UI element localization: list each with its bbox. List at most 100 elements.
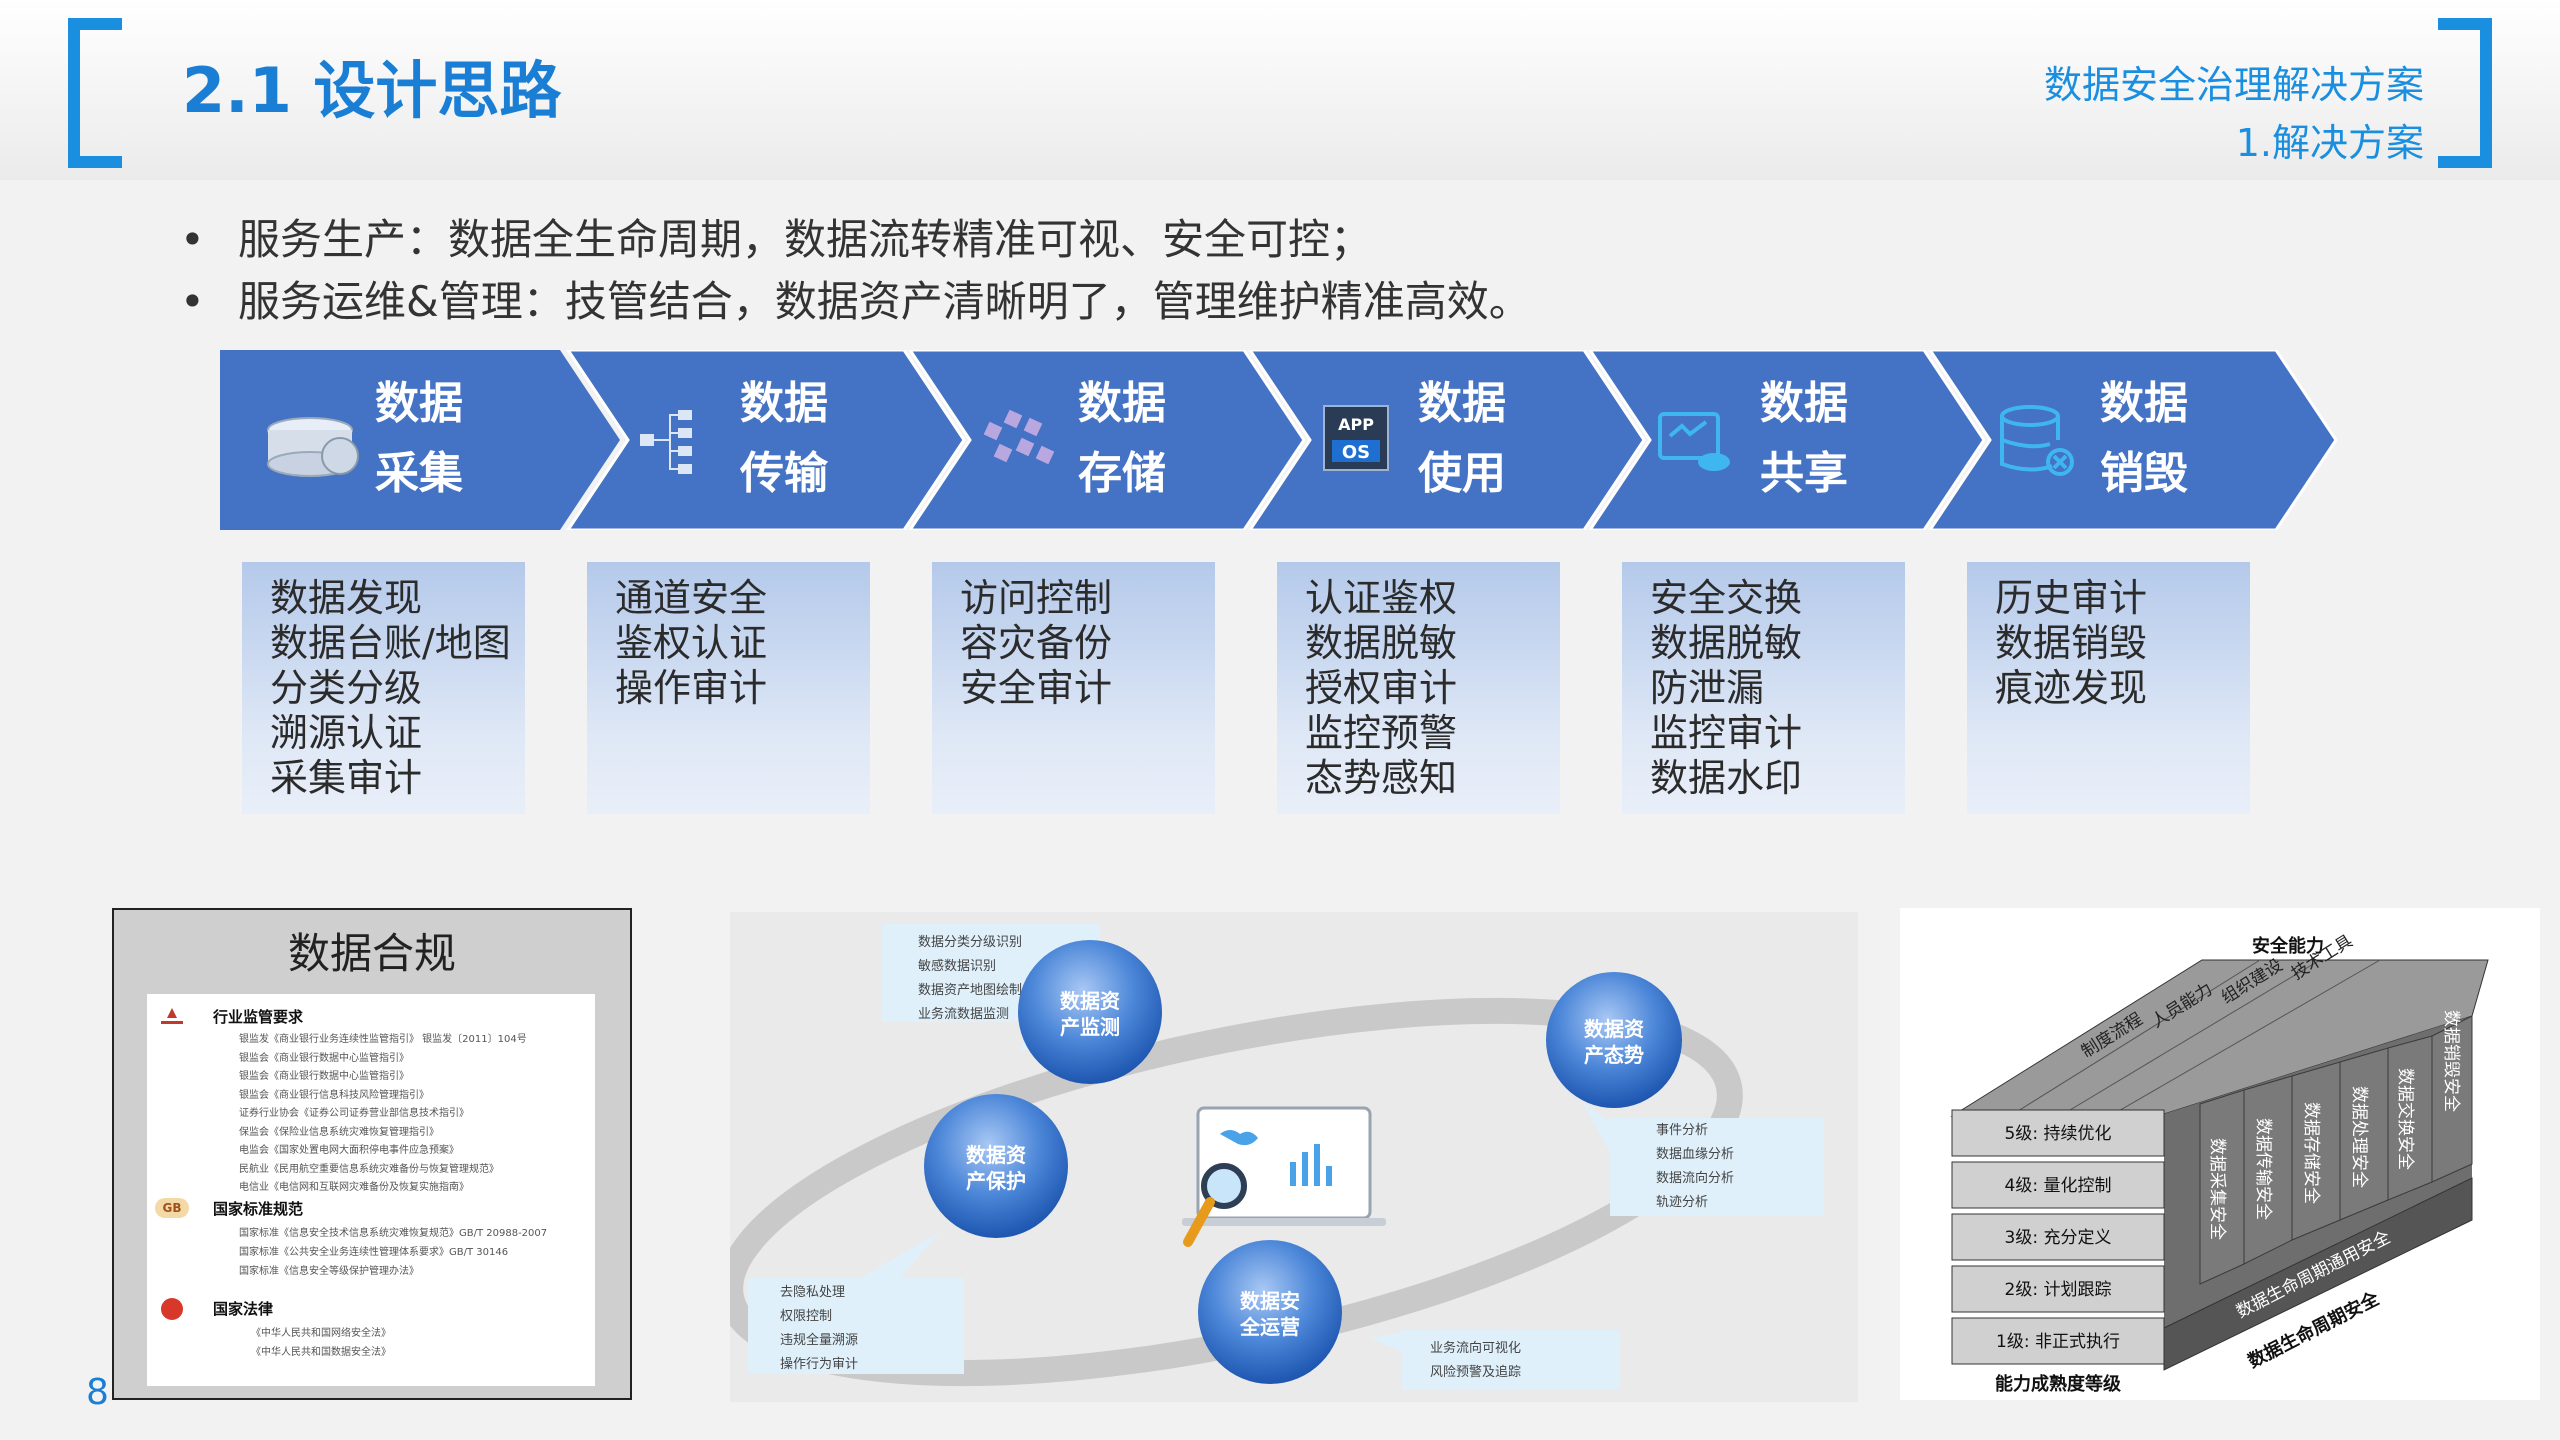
level-label: 4级: 量化控制 [2005, 1176, 2112, 1196]
detail-item: 授权审计 [1305, 666, 1458, 710]
compliance-item: 电监会《国家处置电网大面积停电事件应急预案》 [239, 1145, 459, 1156]
detail-item: 痕迹发现 [1995, 666, 2148, 710]
page-title: 2.1 设计思路 [182, 54, 562, 127]
stage-detail-box: 安全交换 数据脱敏 防泄漏 监控审计 数据水印 [1622, 562, 1905, 814]
compliance-item: 《中华人民共和国数据安全法》 [251, 1347, 391, 1358]
stage-detail-box: 认证鉴权 数据脱敏 授权审计 监控预警 态势感知 [1277, 562, 1560, 814]
compliance-items: 银监发《商业银行业务连续性监管指引》 银监发〔2011〕104号 银监会《商业银… [239, 1030, 527, 1197]
stage-label-line1: 数据 [740, 378, 828, 429]
callout-item: 轨迹分析 [1656, 1195, 1708, 1210]
page-number: 8 [86, 1372, 109, 1413]
compliance-item: 《中华人民共和国网络安全法》 [251, 1328, 391, 1339]
column-label: 数据销毁安全 [2441, 1010, 2461, 1112]
network-icon [640, 410, 692, 474]
detail-item: 数据发现 [270, 576, 423, 620]
header-section: 1.解决方案 [2235, 121, 2424, 165]
cycle-node-protect: 数据资 产保护 [924, 1094, 1068, 1238]
detail-item: 采集审计 [270, 756, 423, 800]
chevron-stage-transfer: 数据 传输 [566, 350, 966, 530]
detail-item: 鉴权认证 [615, 621, 768, 665]
node-label: 产保护 [966, 1169, 1026, 1193]
callout-protect: 去隐私处理 权限控制 违规全量溯源 操作行为审计 [748, 1232, 964, 1374]
slide-header [0, 0, 2560, 180]
compliance-item: 国家标准《信息安全等级保护管理办法》 [239, 1266, 419, 1277]
callout-item: 敏感数据识别 [918, 958, 996, 974]
bullet-symbol: • [180, 215, 205, 264]
matrix-bottom-label: 能力成熟度等级 [1995, 1373, 2122, 1395]
detail-item: 数据销毁 [1995, 621, 2148, 665]
callout-item: 违规全量溯源 [780, 1332, 858, 1348]
chevron-stage-destroy: 数据 销毁 [1928, 350, 2338, 530]
detail-item: 数据脱敏 [1650, 621, 1803, 665]
chevron-stage-storage: 数据 存储 [908, 350, 1306, 530]
stage-detail-box: 通道安全 鉴权认证 操作审计 [587, 562, 870, 814]
stage-label-line1: 数据 [1418, 378, 1506, 429]
bullet-item: •服务生产：数据全生命周期，数据流转精准可视、安全可控； [180, 206, 1372, 267]
compliance-title: 数据合规 [287, 929, 456, 978]
column-label: 数据交换安全 [2395, 1068, 2415, 1170]
detail-item: 认证鉴权 [1305, 576, 1458, 620]
bullet-item: • 服务运维&管理：技管结合，数据资产清晰明了，管理维护精准高效。 [180, 268, 1531, 329]
callout-item: 事件分析 [1656, 1123, 1708, 1138]
level-label: 5级: 持续优化 [2005, 1124, 2112, 1144]
callout-item: 权限控制 [780, 1308, 832, 1324]
stage-label-line1: 数据 [1078, 378, 1166, 429]
node-label: 数据安 [1240, 1289, 1300, 1313]
compliance-panel: 数据合规 行业监管要求 银监发《商业银行业务连续性监管指引》 银监发〔2011〕… [112, 908, 632, 1400]
stage-label-line1: 数据 [2100, 378, 2188, 429]
callout-item: 风险预警及追踪 [1430, 1364, 1521, 1380]
bullet-text: 服务运维&管理：技管结合，数据资产清晰明了，管理维护精准高效。 [238, 277, 1531, 326]
detail-item: 溯源认证 [270, 711, 423, 755]
national-emblem-icon [161, 1298, 183, 1320]
cycle-node-operate: 数据安 全运营 [1198, 1240, 1342, 1384]
callout-item: 数据血缘分析 [1656, 1147, 1734, 1162]
chevron-stage-share: 数据 共享 [1588, 350, 1986, 530]
delete-database-icon [2000, 405, 2074, 476]
laptop-analytics-icon [1182, 1106, 1386, 1247]
level-label: 3级: 充分定义 [2005, 1228, 2112, 1248]
level-label: 2级: 计划跟踪 [2005, 1280, 2112, 1300]
stage-label-line2: 使用 [1418, 448, 1506, 499]
stage-label-line2: 传输 [739, 448, 829, 499]
callout-item: 数据分类分级识别 [918, 935, 1022, 950]
cycle-node-situation: 数据资 产态势 [1546, 972, 1682, 1108]
callout-operate: 业务流向可视化 风险预警及追踪 [1370, 1330, 1620, 1390]
node-label: 数据资 [966, 1143, 1026, 1167]
detail-item: 安全交换 [1650, 576, 1803, 620]
compliance-item: 证券行业协会《证券公司证券营业部信息技术指引》 [239, 1108, 469, 1119]
lifecycle-chevron-flow: 数据 采集 数据 传输 数据 存储 APP OS [220, 350, 2338, 530]
column-label: 数据存储安全 [2301, 1102, 2321, 1204]
stage-label-line2: 共享 [1760, 448, 1848, 499]
header-subtitle: 数据安全治理解决方案 [2043, 63, 2424, 107]
app-os-icon: APP OS [1323, 405, 1389, 471]
callout-item: 业务流数据监测 [918, 1006, 1009, 1022]
compliance-heading: 国家标准规范 [213, 1200, 304, 1218]
database-icon [267, 417, 359, 477]
detail-item: 安全审计 [960, 666, 1113, 710]
compliance-item: 银监会《商业银行数据中心监管指引》 [239, 1052, 409, 1064]
compliance-item: 银监发《商业银行业务连续性监管指引》 银监发〔2011〕104号 [239, 1034, 527, 1045]
node-label: 全运营 [1239, 1315, 1300, 1339]
bullet-symbol: • [180, 277, 205, 326]
node-label: 数据资 [1060, 989, 1120, 1013]
compliance-item: 国家标准《信息安全技术信息系统灾难恢复规范》GB/T 20988-2007 [239, 1228, 548, 1239]
detail-item: 历史审计 [1995, 576, 2148, 620]
detail-item: 监控预警 [1305, 711, 1458, 755]
compliance-heading: 国家法律 [213, 1300, 274, 1318]
column-label: 数据采集安全 [2207, 1138, 2227, 1240]
asset-cycle-diagram: 数据分类分级识别 敏感数据识别 数据资产地图绘制 业务流数据监测 事件分析 数据… [730, 912, 1858, 1402]
stage-detail-box: 数据发现 数据台账/地图 分类分级 溯源认证 采集审计 [242, 562, 525, 814]
node-label: 数据资 [1584, 1017, 1644, 1041]
os-label: OS [1342, 442, 1370, 463]
callout-situation: 事件分析 数据血缘分析 数据流向分析 轨迹分析 [1582, 1102, 1824, 1216]
detail-item: 容灾备份 [960, 621, 1113, 665]
app-label: APP [1338, 415, 1374, 434]
detail-item: 数据脱敏 [1305, 621, 1458, 665]
gb-standard-icon: GB [155, 1198, 189, 1218]
detail-item: 访问控制 [960, 576, 1113, 620]
matrix-top-label: 安全能力 [2252, 935, 2324, 957]
detail-item: 通道安全 [615, 576, 768, 620]
callout-item: 数据资产地图绘制 [918, 983, 1022, 998]
stage-detail-box: 访问控制 容灾备份 安全审计 [932, 562, 1215, 814]
stage-label-line1: 数据 [375, 378, 463, 429]
